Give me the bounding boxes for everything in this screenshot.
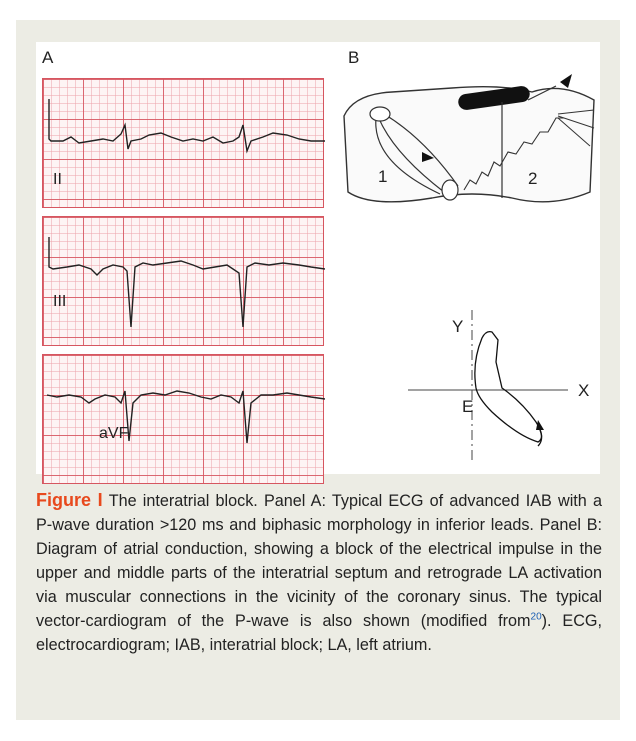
lead-label-avf: aVF	[99, 425, 128, 443]
ecg-trace-lead-avf	[43, 355, 325, 485]
figure-label: Figure I	[36, 490, 103, 510]
origin-label: E	[462, 397, 473, 416]
panel-a-letter: A	[42, 48, 53, 68]
path-label-1: 1	[378, 167, 387, 186]
arrow-icon	[560, 74, 572, 88]
av-node	[442, 180, 458, 200]
reference-link[interactable]: 20	[531, 612, 542, 623]
figure-image: A II III aVF B	[36, 42, 600, 474]
atrial-conduction-diagram: 1 2 Y X E	[332, 42, 600, 474]
ecg-trace-lead-ii	[43, 79, 325, 209]
arrow-icon	[536, 420, 544, 430]
ecg-strip-lead-avf: aVF	[42, 354, 324, 484]
ecg-trace-lead-iii	[43, 217, 325, 347]
y-axis-label: Y	[452, 317, 463, 336]
sinus-node	[370, 107, 390, 121]
lead-label-ii: II	[53, 171, 62, 189]
caption-text: The interatrial block. Panel A: Typical …	[36, 492, 602, 630]
figure-box: A II III aVF B	[16, 20, 620, 720]
p-wave-loop	[475, 332, 542, 442]
lead-label-iii: III	[53, 293, 66, 311]
loop-direction-arc	[538, 430, 542, 446]
ecg-strip-lead-iii: III	[42, 216, 324, 346]
path-label-2: 2	[528, 169, 537, 188]
x-axis-label: X	[578, 381, 589, 400]
ecg-strip-lead-ii: II	[42, 78, 324, 208]
